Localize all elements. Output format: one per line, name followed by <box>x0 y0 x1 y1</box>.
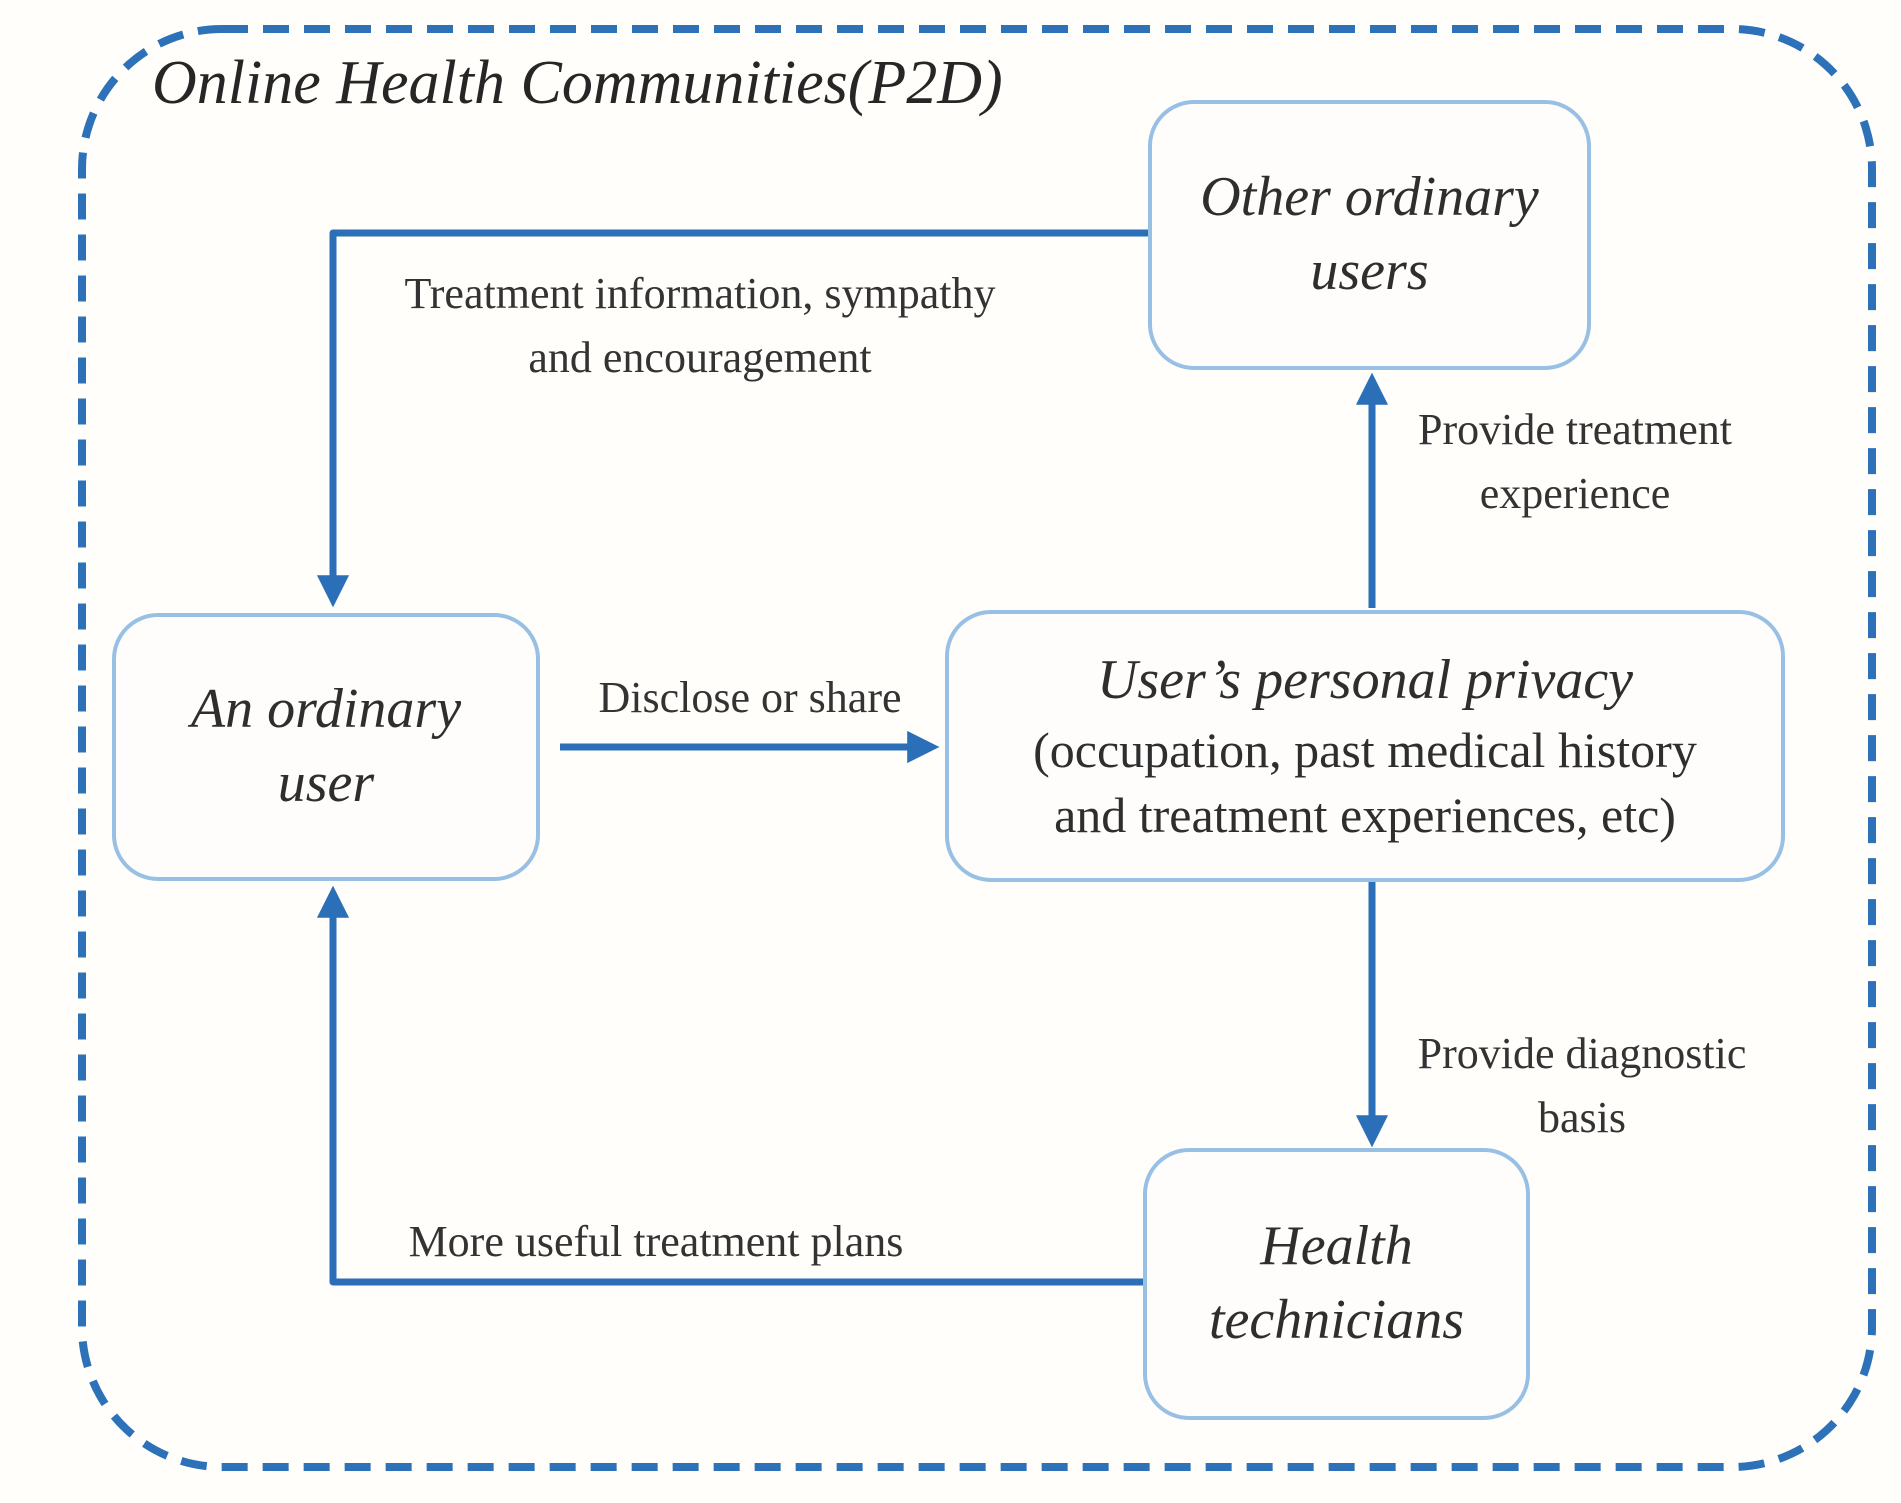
node-label-line: technicians <box>1208 1289 1465 1351</box>
edge-label-provide-diagnostic: Provide diagnostic basis <box>1392 1022 1772 1150</box>
edge-label-line: and encouragement <box>528 332 872 382</box>
edge-label-provide-treatment: Provide treatment experience <box>1392 398 1758 526</box>
edge-label-line: Provide treatment <box>1417 405 1732 454</box>
node-label-line: An ordinary <box>190 678 462 741</box>
node-an-ordinary-user: An ordinary user <box>112 613 540 881</box>
edge-label-line: Provide diagnostic <box>1417 1029 1747 1078</box>
node-label-line: users <box>1310 240 1429 302</box>
node-label-line: user <box>277 752 375 814</box>
node-label-line: Other ordinary <box>1200 166 1539 229</box>
edge-treatment-info-arrow <box>316 229 1148 608</box>
node-label-line: User’s personal privacy <box>1096 649 1634 712</box>
edge-label-treatment-info: Treatment information, sympathy and enco… <box>330 262 1070 390</box>
node-users-personal-privacy: User’s personal privacy (occupation, pas… <box>945 610 1785 882</box>
dashed-community-border <box>78 25 1876 1471</box>
diagram-title: Online Health Communities(P2D) <box>152 49 1003 117</box>
edge-label-line: Treatment information, sympathy <box>404 269 996 318</box>
edge-more-useful-arrow <box>316 885 1143 1286</box>
edge-label-line: More useful treatment plans <box>408 1217 904 1266</box>
node-other-ordinary-users: Other ordinary users <box>1148 100 1591 370</box>
node-detail-line: and treatment experiences, etc) <box>1054 786 1676 843</box>
edge-label-line: experience <box>1479 468 1671 518</box>
edge-label-disclose: Disclose or share <box>560 666 940 730</box>
edge-label-line: Disclose or share <box>598 673 902 722</box>
node-health-technicians: Health technicians <box>1143 1148 1530 1420</box>
node-detail-line: (occupation, past medical history <box>1033 721 1697 778</box>
node-label-line: Health <box>1260 1215 1413 1278</box>
edge-label-line: basis <box>1538 1092 1626 1142</box>
edge-label-more-useful: More useful treatment plans <box>356 1210 956 1274</box>
